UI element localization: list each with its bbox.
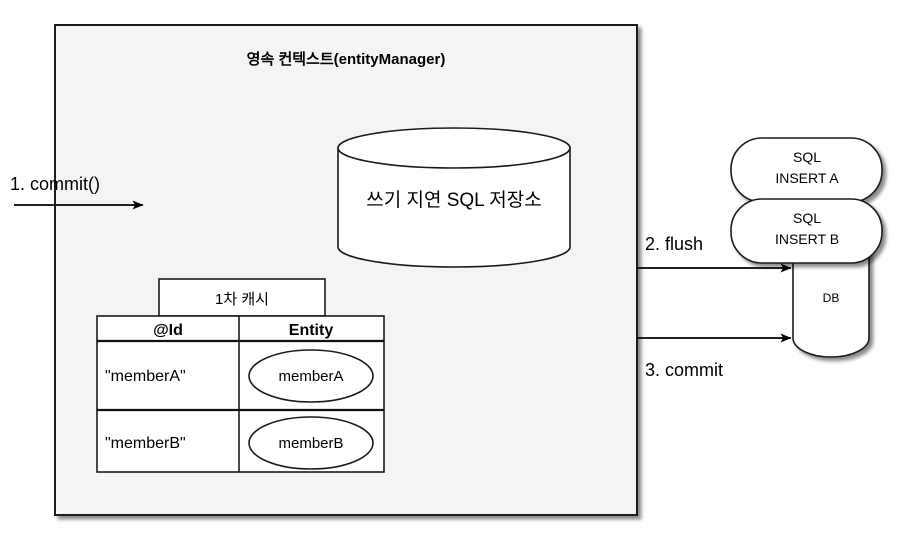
sql-insert-b-line2: INSERT B — [775, 231, 839, 247]
step-1-commit-arrow: 1. commit() — [10, 174, 144, 210]
step-1-label: 1. commit() — [10, 174, 100, 194]
sql-insert-b-box: SQL INSERT B — [730, 198, 883, 264]
entity-ellipse — [248, 416, 374, 470]
table-row: "memberA" memberA — [105, 349, 374, 403]
step-3-label: 3. commit — [645, 360, 723, 380]
step-2-flush-arrow: 2. flush — [637, 234, 792, 273]
entity-ellipse — [248, 349, 374, 403]
table-cell-entity: memberA — [278, 368, 343, 385]
step-3-commit-arrow: 3. commit — [637, 333, 792, 380]
table-row: "memberB" memberB — [105, 416, 374, 470]
table-cell-entity: memberB — [278, 435, 343, 452]
table-cell-id: "memberA" — [105, 368, 186, 385]
first-level-cache-tab-label: 1차 캐시 — [215, 291, 269, 308]
database-label: DB — [823, 291, 840, 305]
table-cell-id: "memberB" — [105, 435, 186, 452]
panel-title: 영속 컨텍스트(entityManager) — [247, 50, 446, 68]
first-level-cache: 1차 캐시 @Id Entity "memberA" memberA — [96, 278, 385, 473]
table-header-row: @Id Entity — [153, 322, 333, 339]
sql-insert-a-line2: INSERT A — [775, 170, 839, 186]
write-behind-sql-store: 쓰기 지연 SQL 저장소 — [337, 127, 571, 268]
table-header-id: @Id — [153, 322, 183, 339]
sql-insert-a-line1: SQL — [793, 149, 821, 165]
sql-insert-b-line1: SQL — [793, 210, 821, 226]
table-header-entity: Entity — [289, 322, 334, 339]
sql-insert-a-box: SQL INSERT A — [730, 137, 883, 203]
step-2-label: 2. flush — [645, 234, 703, 254]
write-behind-sql-store-label: 쓰기 지연 SQL 저장소 — [366, 189, 542, 211]
